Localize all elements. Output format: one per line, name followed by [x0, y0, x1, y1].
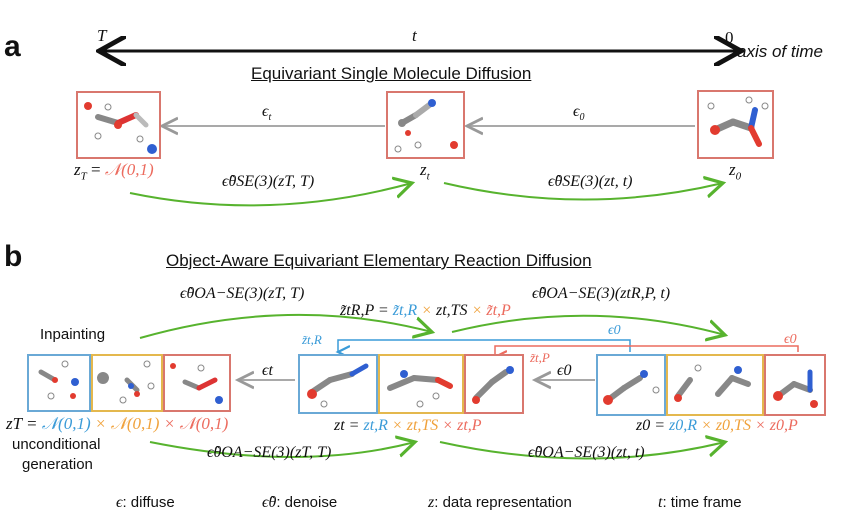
clean-ts-icon [674, 364, 751, 402]
legend-diffuse: ϵ: diffuse [116, 494, 175, 511]
axis-zero: 0 [725, 28, 734, 47]
noise-ts-icon [97, 360, 155, 404]
eps0-red-label: ϵ0 [784, 332, 797, 347]
legend-denoise: ϵ̂θ: denoise [262, 494, 338, 511]
eps-0-label-b: ϵ0 [557, 362, 572, 379]
mix-equation: z̃tR,P = z̃t,R × zt,TS × z̃t,P [340, 302, 511, 319]
noise-molecule-icon [84, 102, 157, 154]
clean-product-icon [773, 369, 818, 408]
denoise-arrow-a2 [443, 183, 723, 201]
zT-equation-b: zT = 𝒩(0,1) × 𝒩(0,1) × 𝒩(0,1) [6, 414, 229, 433]
unconditional-label-1: unconditional [12, 436, 101, 453]
denoise-arrow-b1 [149, 442, 415, 458]
denoise-label-b-bottom2: ϵ̂θOA−SE(3)(zt, t) [528, 444, 645, 461]
zT-label-a: zT = 𝒩(0,1) [74, 160, 154, 183]
clean-ts-box [666, 354, 764, 416]
axis-t: t [412, 26, 417, 45]
red-feedback [495, 345, 799, 357]
unconditional-label-2: generation [22, 456, 93, 473]
inpaint-arrow-b2 [451, 314, 725, 335]
denoise-arrow-b2 [439, 442, 725, 460]
inpainting-label: Inpainting [40, 326, 106, 343]
denoise-label-b-top1: ϵ̂θOA−SE(3)(zT, T) [180, 285, 305, 302]
legend-data-representation: z: data representation [428, 494, 572, 511]
noise-ts-box [91, 354, 163, 412]
ztP-feedback-label: z̃t,P [530, 350, 550, 365]
mid-ts-icon [387, 370, 453, 408]
ztR-feedback-label: z̃t,R [302, 332, 322, 347]
legend-time-frame: t: time frame [658, 494, 742, 511]
panel-b-label: b [4, 240, 23, 273]
denoise-label-b-bottom1: ϵ̂θOA−SE(3)(zT, T) [207, 444, 332, 461]
zt-label-a: zt [420, 160, 430, 183]
denoise-label-a2: ϵ̂θSE(3)(zt, t) [548, 173, 633, 190]
molecule-clean-box [697, 90, 774, 159]
clean-reactant-box [596, 354, 666, 416]
z0-label-a: z0 [729, 160, 742, 183]
eps-0-label-a: ϵ0 [573, 103, 585, 124]
denoise-label-b-top2: ϵ̂θOA−SE(3)(ztR,P, t) [532, 285, 671, 302]
mid-reactant-icon [307, 363, 369, 408]
mid-ts-box [378, 354, 464, 414]
mid-product-box [464, 354, 524, 414]
noise-product-icon [170, 363, 223, 404]
molecule-noise-box [76, 91, 161, 159]
eps-t-label-b: ϵt [262, 362, 273, 379]
clean-reactant-icon [603, 370, 660, 405]
mid-molecule-icon [394, 99, 458, 153]
panel-a-title: Equivariant Single Molecule Diffusion [251, 64, 532, 83]
zt-equation-b: zt = zt,R × zt,TS × zt,P [334, 417, 482, 434]
mid-reactant-box [298, 354, 378, 414]
noise-product-box [163, 354, 231, 412]
eps-t-label-a: ϵt [262, 103, 272, 124]
denoise-label-a1: ϵ̂θSE(3)(zT, T) [222, 173, 315, 190]
axis-caption: axis of time [737, 42, 823, 61]
noise-reactant-box [27, 354, 91, 412]
panel-b-title: Object-Aware Equivariant Elementary Reac… [166, 251, 592, 270]
denoise-arrow-a1 [129, 183, 412, 207]
molecule-mid-box [386, 91, 465, 159]
noise-reactant-icon [38, 360, 79, 400]
clean-product-box [764, 354, 826, 416]
panel-a-label: a [4, 30, 21, 63]
mid-product-icon [472, 366, 514, 404]
eps0-blue-label: ϵ0 [608, 323, 621, 338]
z0-equation-b: z0 = z0,R × z0,TS × z0,P [636, 417, 798, 434]
axis-T: T [97, 26, 107, 45]
clean-molecule-icon [707, 96, 769, 147]
inpaint-arrow-b1 [139, 313, 432, 339]
